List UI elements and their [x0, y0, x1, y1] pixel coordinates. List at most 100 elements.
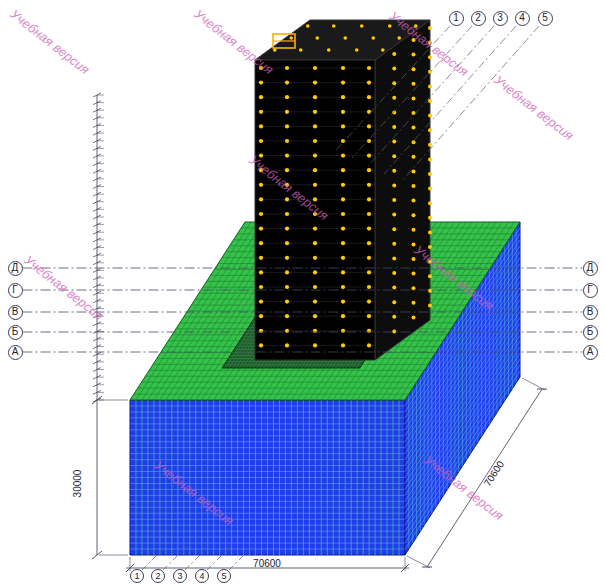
dimension-tick — [97, 247, 104, 248]
elevator-shaft — [273, 34, 295, 48]
node-dot — [285, 212, 289, 216]
node-dot — [285, 256, 289, 260]
dimension-tick — [97, 217, 104, 218]
axis-line — [23, 268, 583, 269]
soil-grid-line — [405, 365, 520, 543]
node-dot — [313, 329, 317, 333]
axis-label: В — [587, 307, 594, 317]
soil-grid-line — [130, 411, 405, 412]
watermark-box: Учебная версия — [420, 240, 516, 258]
node-dot — [341, 168, 345, 172]
node-dot — [327, 48, 331, 52]
watermark-box: Учебная версия — [255, 150, 351, 168]
dimension-tick — [97, 201, 104, 202]
axis-bubble: А — [583, 345, 598, 360]
dimension-tick — [97, 102, 104, 103]
axis-bubble: Д — [583, 261, 598, 276]
node-dot — [259, 300, 263, 304]
node-dot — [259, 256, 263, 260]
node-dot — [392, 213, 396, 217]
node-dot — [428, 26, 432, 30]
dimension-tick — [97, 293, 104, 294]
node-dot — [341, 66, 345, 70]
node-dot — [412, 53, 416, 57]
axis-label: 2 — [475, 13, 481, 23]
node-dot — [392, 227, 396, 231]
dimension-tick — [97, 194, 104, 195]
dimension-tick — [97, 239, 104, 240]
node-dot — [392, 96, 396, 100]
watermark-box: Учебная версия — [200, 4, 296, 22]
axis-label: Б — [12, 327, 19, 337]
node-dot — [285, 314, 289, 318]
node-dot — [412, 184, 416, 188]
watermark-box: Учебная версия — [395, 6, 491, 24]
node-dot — [367, 212, 371, 216]
node-dot — [428, 274, 432, 278]
node-dot — [381, 48, 385, 52]
node-dot — [428, 157, 432, 161]
dimension-tick — [97, 171, 104, 172]
node-dot — [367, 81, 371, 85]
node-dot — [392, 329, 396, 333]
axis-line — [229, 545, 254, 570]
node-dot — [367, 285, 371, 289]
axis-label: 3 — [177, 572, 182, 581]
soil-grid-line — [130, 489, 405, 490]
axis-label: 5 — [542, 13, 548, 23]
axis-bubble: 4 — [515, 11, 530, 26]
axis-line — [23, 312, 583, 313]
soil-grid-line — [130, 495, 405, 496]
axis-label: В — [12, 307, 19, 317]
dimension-value: 30000 — [73, 469, 84, 497]
watermark: Учебная версия — [191, 7, 276, 77]
node-dot — [367, 314, 371, 318]
soil-grid-line — [130, 549, 405, 550]
node-dot — [313, 139, 317, 143]
node-dot — [259, 314, 263, 318]
node-dot — [428, 187, 432, 191]
axis-label: 4 — [199, 572, 204, 581]
node-dot — [392, 67, 396, 71]
axis-label: А — [587, 347, 594, 357]
node-dot — [313, 168, 317, 172]
node-dot — [412, 199, 416, 203]
soil-front-face — [130, 400, 405, 555]
axis-bubble: 2 — [151, 569, 165, 583]
dimension-tick — [97, 377, 104, 378]
watermark-box: Учебная версия — [30, 250, 126, 268]
axis-label: А — [12, 347, 19, 357]
node-dot — [285, 241, 289, 245]
node-dot — [315, 36, 319, 40]
node-dot — [371, 36, 375, 40]
axis-bubble: 1 — [130, 569, 144, 583]
node-dot — [341, 300, 345, 304]
node-dot — [332, 24, 336, 28]
soil-grid-line — [130, 417, 405, 418]
axis-line — [352, 26, 472, 158]
axis-line — [142, 545, 167, 570]
node-dot — [285, 300, 289, 304]
axis-line — [163, 545, 188, 570]
node-dot — [343, 36, 347, 40]
axis-label: Г — [587, 285, 592, 295]
node-dot — [313, 183, 317, 187]
node-dot — [367, 227, 371, 231]
axis-label: 1 — [453, 13, 459, 23]
node-dot — [392, 198, 396, 202]
dimension-tick — [97, 339, 104, 340]
node-dot — [313, 285, 317, 289]
axis-bubble: 3 — [173, 569, 187, 583]
soil-grid-line — [405, 371, 520, 549]
node-dot — [341, 329, 345, 333]
axis-line — [384, 26, 516, 174]
node-dot — [313, 241, 317, 245]
dimension-tick — [97, 178, 104, 179]
dimension-tick — [97, 369, 104, 370]
node-dot — [341, 197, 345, 201]
node-dot — [367, 270, 371, 274]
elevator-shaft — [273, 40, 295, 41]
axis-bubble: Б — [583, 325, 598, 340]
node-dot — [341, 95, 345, 99]
